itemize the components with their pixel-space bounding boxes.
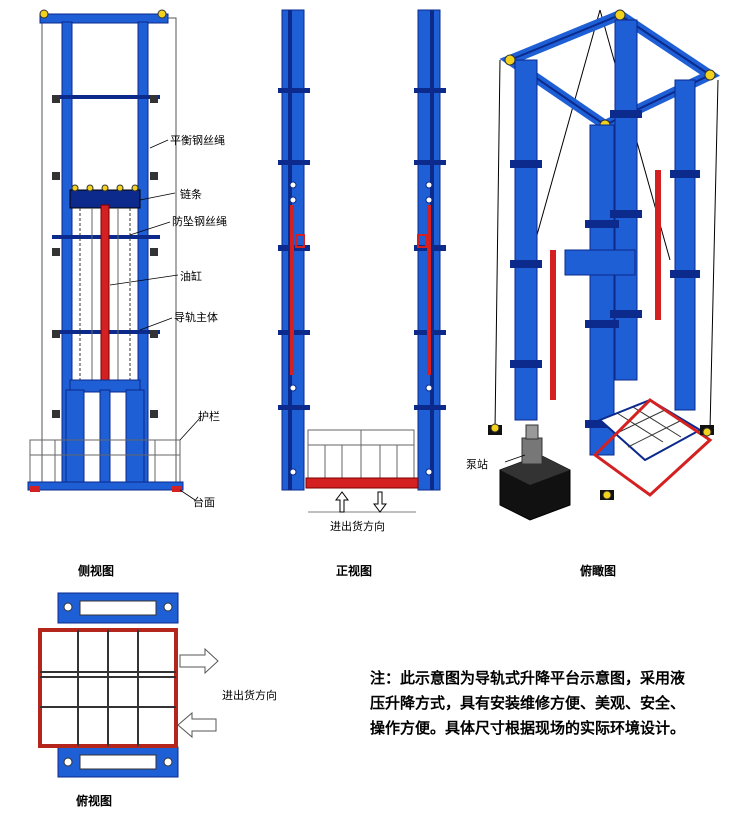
top-direction-label: 进出货方向 bbox=[222, 689, 277, 702]
guardrail-label: 护栏 bbox=[198, 410, 220, 423]
side-view-caption: 侧视图 bbox=[78, 564, 115, 578]
top-view-caption: 俯视图 bbox=[76, 794, 113, 808]
side-view-drawing bbox=[27, 9, 201, 501]
front-view-caption: 正视图 bbox=[336, 564, 373, 578]
bird-view-drawing bbox=[488, 9, 721, 521]
fall-rope-label: 防坠钢丝绳 bbox=[172, 215, 227, 228]
cylinder-label: 油缸 bbox=[180, 270, 202, 283]
bird-view-caption: 俯瞰图 bbox=[580, 564, 617, 578]
chain-label: 链条 bbox=[180, 188, 202, 201]
pump-station-label: 泵站 bbox=[466, 458, 488, 471]
note-text: 注：此示意图为导轨式升降平台示意图，采用液压升降方式，具有安装维修方便、美观、安… bbox=[370, 669, 686, 737]
rail-label: 导轨主体 bbox=[174, 311, 218, 324]
top-view-drawing bbox=[38, 592, 219, 778]
platform-label: 台面 bbox=[193, 496, 215, 509]
balance-rope-label: 平衡钢丝绳 bbox=[170, 134, 225, 147]
front-view-drawing bbox=[278, 9, 446, 513]
front-direction-label: 进出货方向 bbox=[330, 520, 385, 533]
